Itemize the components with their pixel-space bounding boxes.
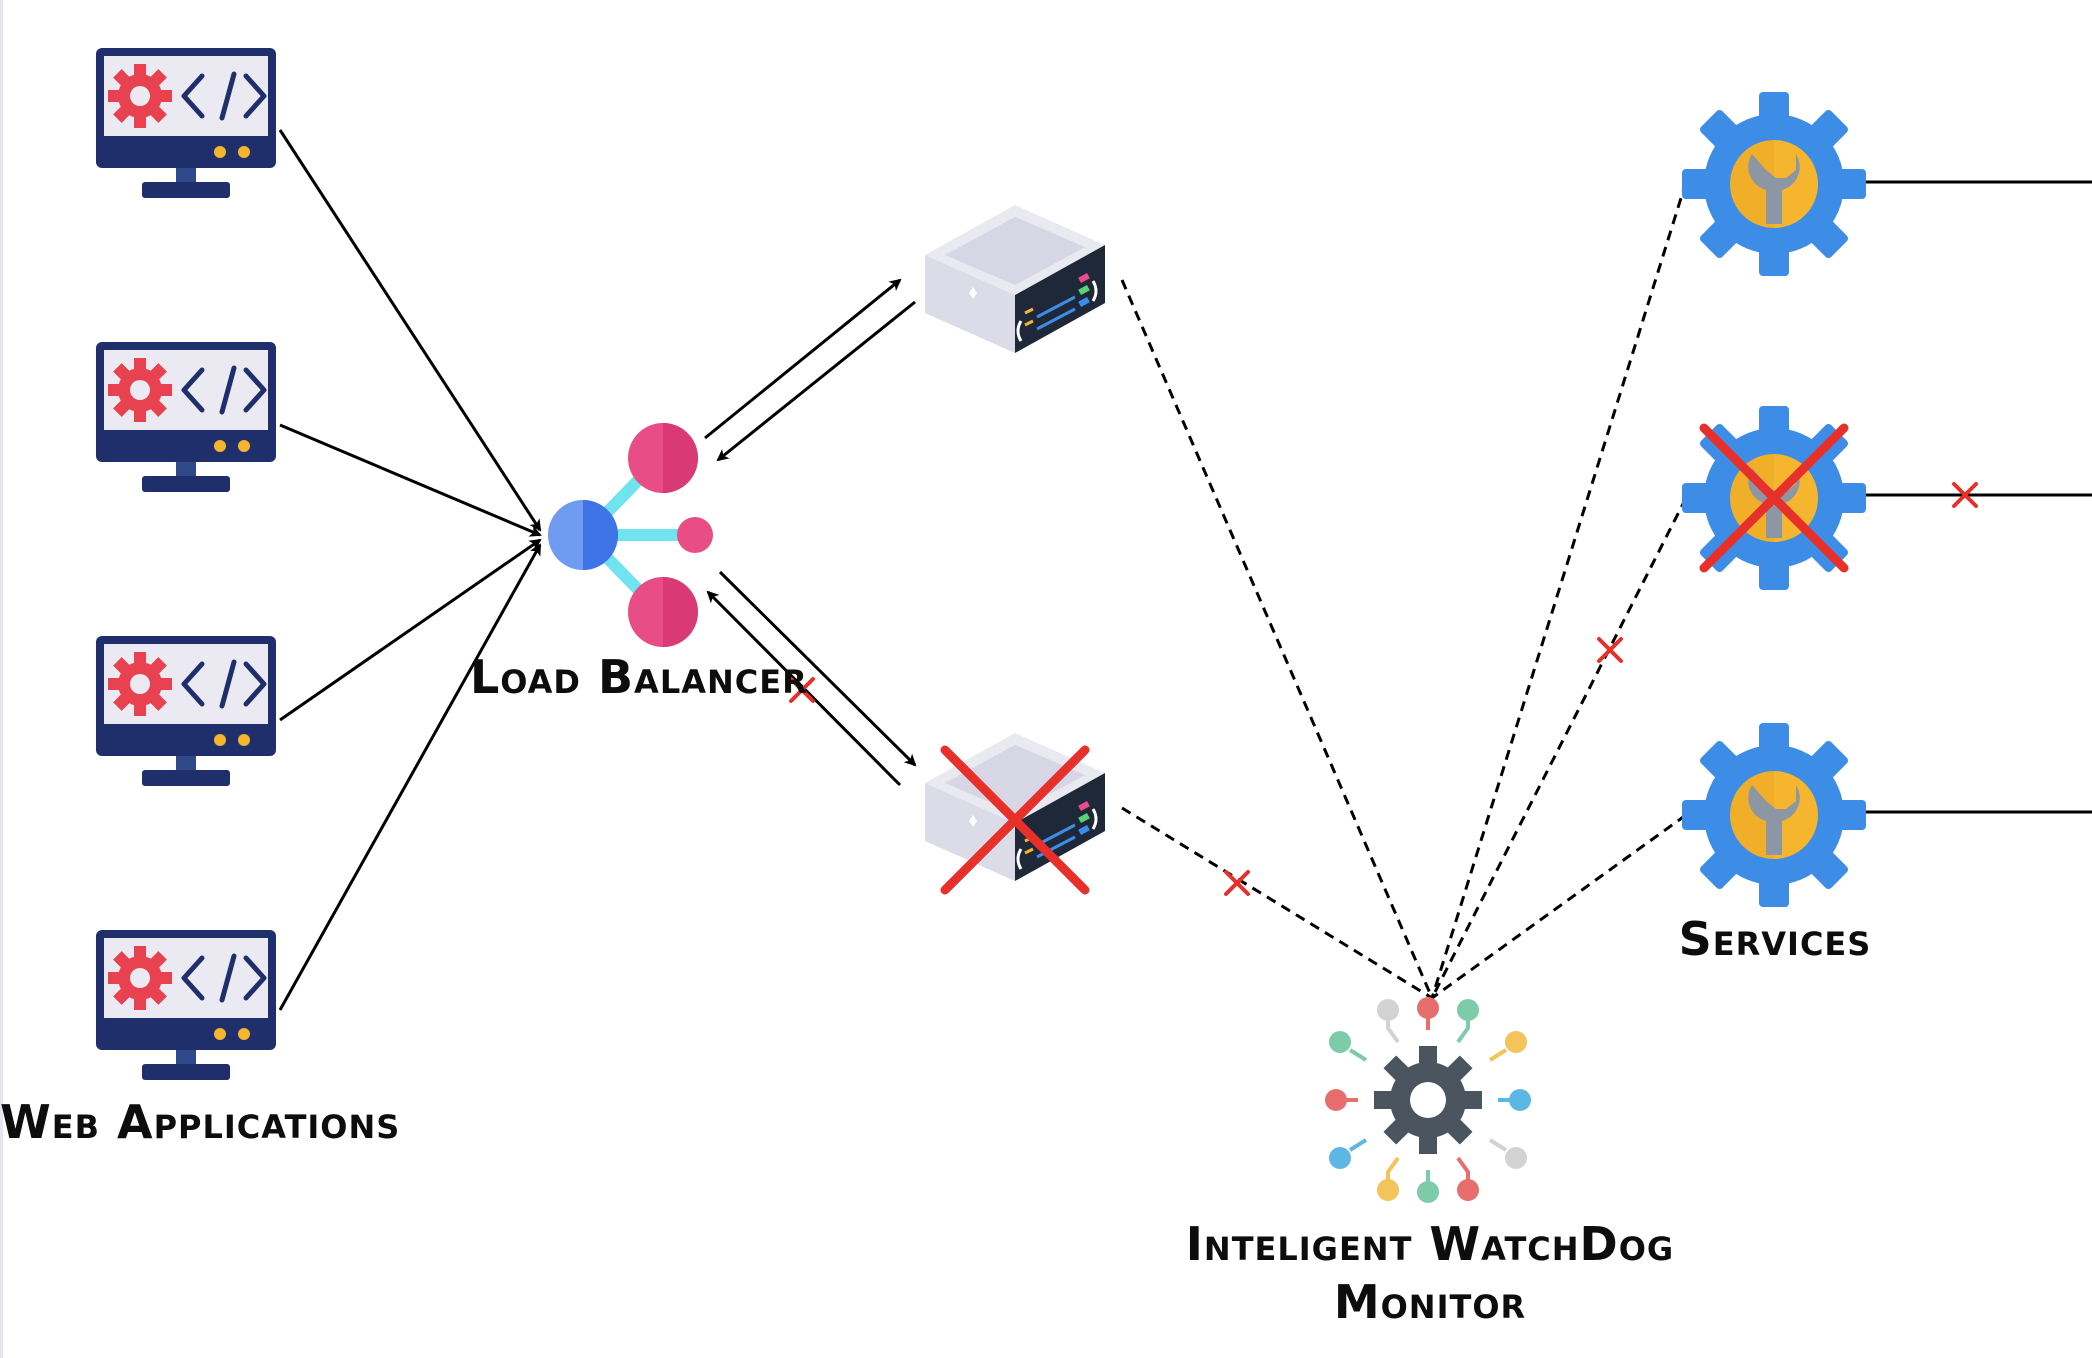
- link-web-app-2-to-lb: [279, 423, 542, 537]
- code-monitor-icon: [96, 342, 276, 492]
- service-gear-wrench-icon: [1643, 53, 1905, 315]
- monitor-link-service-1: [1430, 181, 1688, 999]
- monitor-link-server-2: [1121, 806, 1433, 1000]
- watchdog-monitor-links: [1120, 181, 1688, 1000]
- web-to-lb-links: [278, 129, 542, 1011]
- link-server-1-to-lb: [716, 300, 916, 462]
- code-monitor-icon: [96, 48, 276, 198]
- service-outbound-links: [1860, 180, 2092, 814]
- link-web-app-1-to-lb: [278, 129, 542, 532]
- watchdog-label: Inteligent WatchDog Monitor: [1180, 1215, 1680, 1331]
- watchdog-label-line-2: Monitor: [1333, 1275, 1527, 1329]
- broken-link-marker: [1597, 637, 1623, 663]
- service-gear-wrench-icon: [1643, 684, 1905, 946]
- monitor-link-service-3: [1431, 813, 1687, 1000]
- web-applications-group: [96, 48, 276, 1080]
- server-icon: [923, 203, 1107, 355]
- web-applications-label: Web Applications: [0, 1095, 401, 1149]
- monitor-link-service-2: [1430, 497, 1688, 999]
- watchdog-label-line-1: Inteligent WatchDog: [1185, 1217, 1675, 1271]
- code-monitor-icon: [96, 930, 276, 1080]
- load-balancer-label: Load Balancer: [470, 650, 808, 704]
- watchdog-gear-circuit-icon: [1325, 997, 1531, 1203]
- link-lb-to-server-2: [718, 570, 917, 767]
- monitor-link-server-1: [1120, 279, 1434, 999]
- link-web-app-4-to-lb: [278, 543, 542, 1011]
- link-lb-to-server-1: [704, 278, 902, 440]
- left-edge-divider: [0, 0, 3, 1358]
- load-balancer-icon: [548, 423, 713, 647]
- services-label: Services: [1678, 912, 1872, 966]
- failed-service: [1643, 367, 1905, 629]
- code-monitor-icon: [96, 636, 276, 786]
- link-web-app-3-to-lb: [279, 538, 542, 722]
- failed-server: [923, 731, 1107, 890]
- lb-server-links: [704, 278, 917, 787]
